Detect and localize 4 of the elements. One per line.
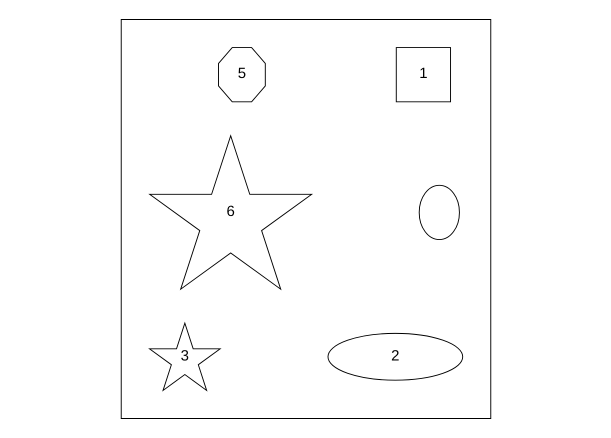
node-ellipse	[418, 184, 460, 240]
node-ellipse: 2	[327, 332, 463, 381]
cluster	[120, 19, 491, 419]
node-box: 1	[395, 47, 451, 102]
